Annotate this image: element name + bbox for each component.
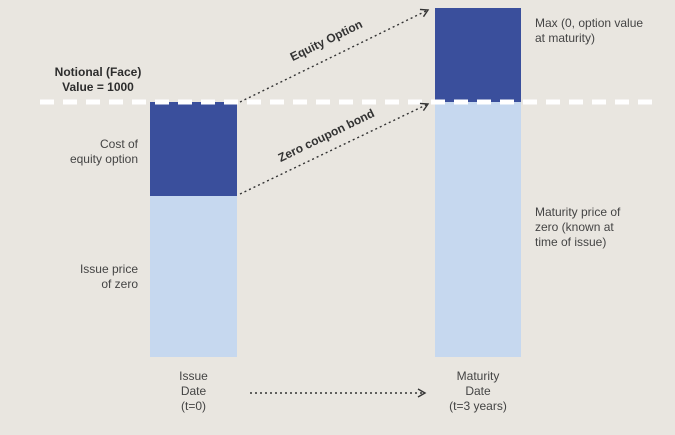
- cost-of-equity-option-label: Cost of equity option: [69, 137, 138, 166]
- notional-label: Notional (Face) Value = 1000: [54, 65, 142, 94]
- equity-option-arrow-label: Equity Option: [288, 17, 365, 64]
- max-option-value-label: Max (0, option value at maturity): [535, 16, 644, 45]
- left-bar-zero-segment: [150, 196, 237, 357]
- equity-option-arrow: [239, 8, 430, 103]
- right-bar-zero-segment: [435, 102, 521, 357]
- right-bar-option-segment: [435, 8, 521, 102]
- maturity-date-label: Maturity Date (t=3 years): [449, 369, 507, 413]
- left-bar-option-segment: [150, 102, 237, 196]
- maturity-price-of-zero-label: Maturity price of zero (known at time of…: [535, 205, 621, 249]
- zero-coupon-bond-arrow-label: Zero coupon bond: [276, 106, 377, 165]
- issue-date-label: Issue Date (t=0): [179, 369, 208, 413]
- issue-price-of-zero-label: Issue price of zero: [79, 262, 138, 291]
- zero-coupon-bond-arrow: [239, 102, 430, 195]
